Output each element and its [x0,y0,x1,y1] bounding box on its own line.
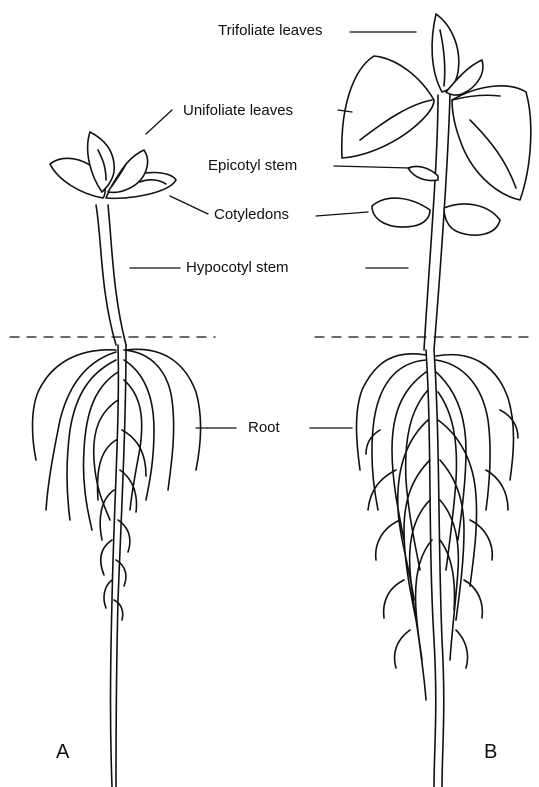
leader-cotyledons-a [170,196,208,214]
seedling-b [342,14,531,787]
label-epicotyl-stem: Epicotyl stem [208,158,297,173]
leader-unifoliate-a [146,110,172,134]
label-hypocotyl-stem: Hypocotyl stem [186,260,289,275]
leader-cotyledons-b [316,212,368,216]
label-trifoliate-leaves: Trifoliate leaves [218,23,323,38]
label-cotyledons: Cotyledons [214,207,289,222]
label-root: Root [248,420,280,435]
seedling-a [33,132,201,787]
label-unifoliate-leaves: Unifoliate leaves [183,103,293,118]
panel-label-a: A [56,742,69,762]
panel-label-b: B [484,742,497,762]
leader-epicotyl [334,166,410,168]
